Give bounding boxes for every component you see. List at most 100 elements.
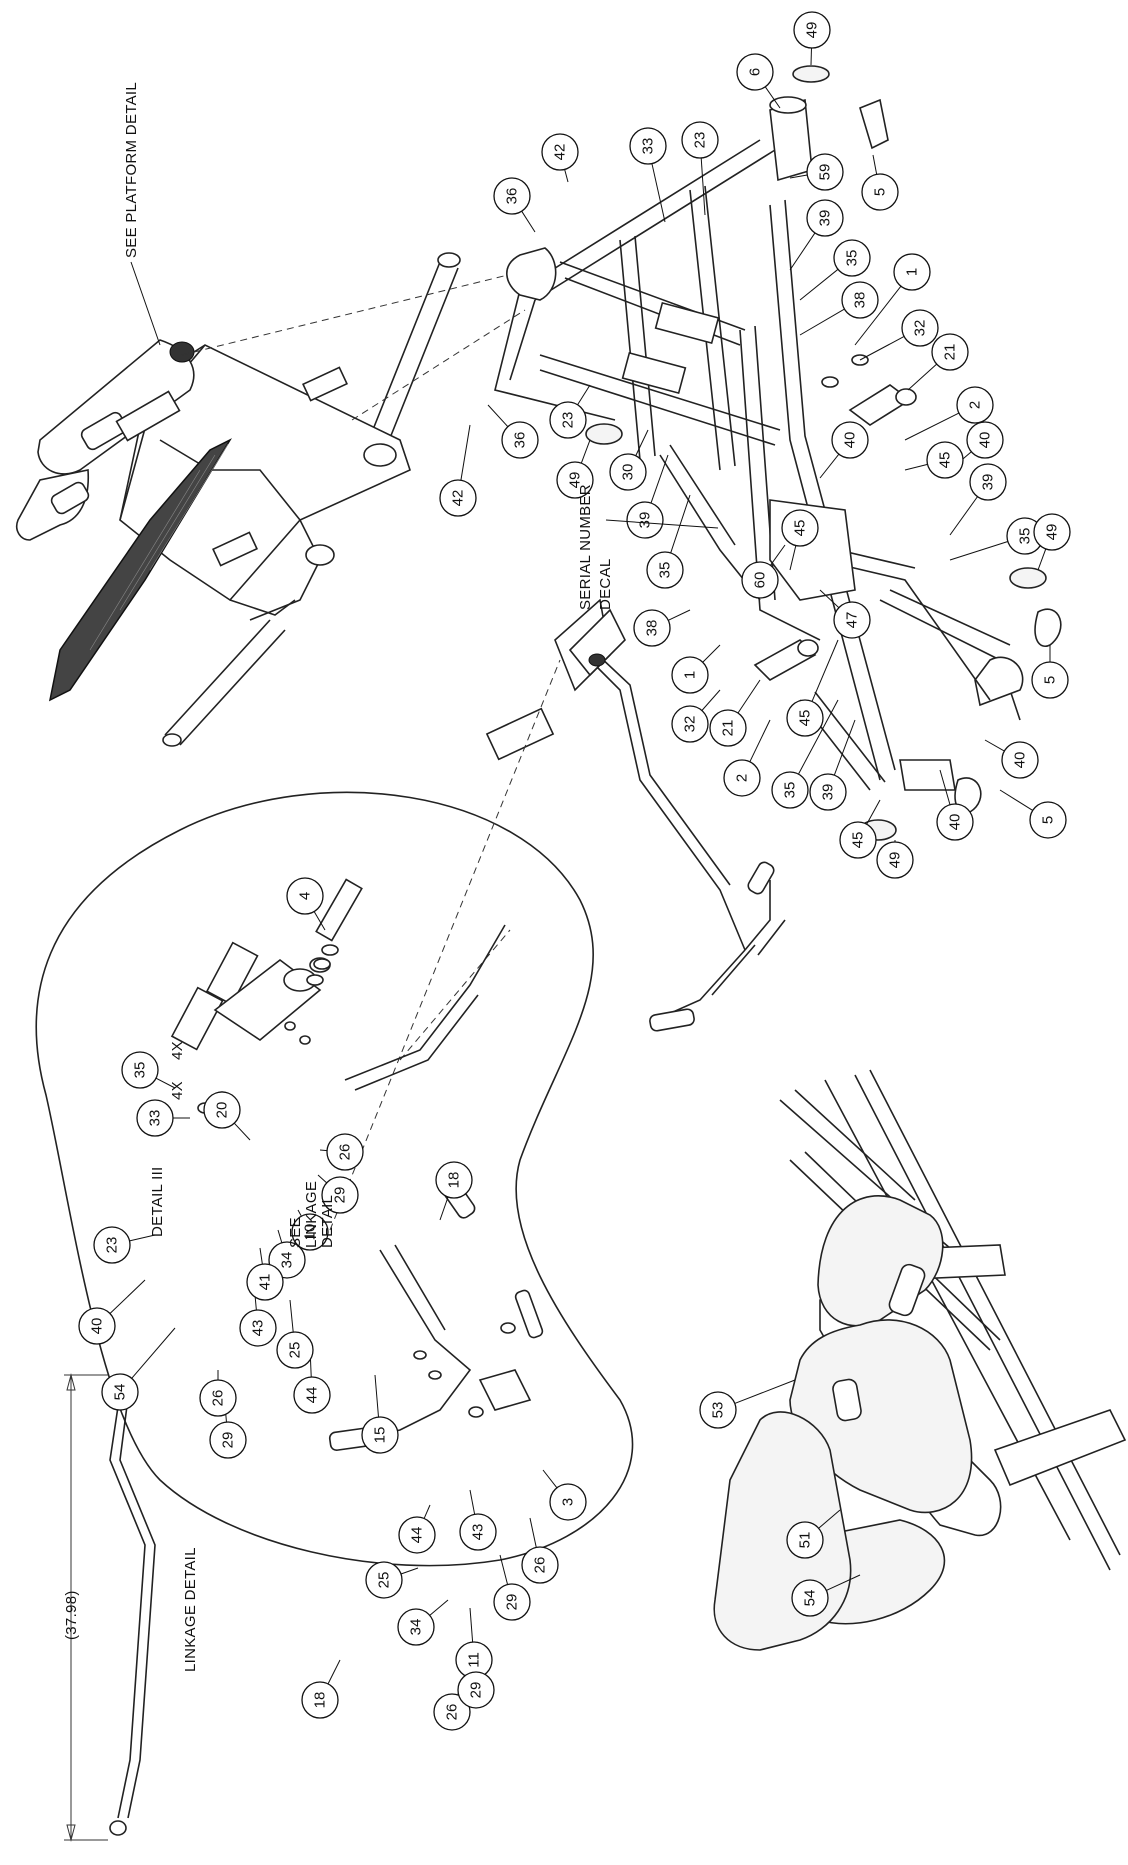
callout-bubble-1: 1 (671, 656, 709, 694)
callout-bubble-43: 43 (459, 1513, 497, 1551)
callout-number: 40 (1012, 752, 1029, 769)
callout-number: 40 (947, 814, 964, 831)
callout-circle (78, 1307, 116, 1345)
callout-bubble-40: 40 (1001, 741, 1039, 779)
callout-circle (793, 11, 831, 49)
callout-leader (859, 336, 905, 361)
callout-bubble-39: 39 (969, 463, 1007, 501)
callout-bubble-59: 59 (806, 153, 844, 191)
callout-leader (233, 1122, 251, 1141)
callout-number: 38 (644, 620, 661, 637)
callout-leader (289, 1299, 294, 1333)
callout-circle (806, 199, 844, 237)
callout-leader (737, 679, 761, 714)
callout-circle (876, 841, 914, 879)
callout-bubble-2: 2 (723, 759, 761, 797)
callout-bubble-18: 18 (435, 1161, 473, 1199)
callout-number: 5 (1040, 816, 1057, 824)
callout-leader (529, 1517, 537, 1548)
end-caps (585, 65, 1062, 841)
callout-number: 38 (852, 292, 869, 309)
callout-bubble-49: 49 (876, 841, 914, 879)
callout-circle (136, 1099, 174, 1137)
callout-circle (806, 153, 844, 191)
callout-number: 18 (312, 1692, 329, 1709)
callout-bubble-44: 44 (398, 1516, 436, 1554)
serial-number-decal-note-2: DECAL (597, 558, 614, 610)
callout-bubble-5: 5 (1031, 661, 1069, 699)
callout-number: 34 (408, 1619, 425, 1636)
callout-bubble-47: 47 (833, 601, 871, 639)
callout-circle (301, 1681, 339, 1719)
callout-circle (629, 127, 667, 165)
callout-leader (564, 169, 569, 183)
callout-bubble-35: 35 (121, 1051, 159, 1089)
callout-bubble-18: 18 (301, 1681, 339, 1719)
callout-bubble-25: 25 (365, 1561, 403, 1599)
callout-circle (365, 1561, 403, 1599)
linkage-detail-title: LINKAGE DETAIL (182, 1547, 199, 1672)
callout-circle (626, 501, 664, 539)
see-linkage-detail-note-2: LINKAGE (303, 1181, 320, 1248)
callout-leader (542, 1469, 558, 1489)
callout-leader (259, 1247, 263, 1265)
callout-circle (556, 461, 594, 499)
callout-number: 26 (532, 1557, 549, 1574)
callout-circle (286, 877, 324, 915)
callout-circle (699, 1391, 737, 1429)
callout-leader (799, 268, 839, 301)
callout-bubble-26: 26 (326, 1133, 364, 1171)
callout-leader (400, 1567, 419, 1575)
callout-circle (646, 551, 684, 589)
callout-circle (398, 1516, 436, 1554)
callout-leader (650, 454, 669, 504)
callout-number: 36 (504, 188, 521, 205)
callout-number: 3 (560, 1498, 577, 1506)
callout-leader (668, 609, 691, 621)
serial-number-decal-note: SERIAL NUMBER (577, 484, 594, 610)
see-linkage-detail-note-3: DETAIL (319, 1195, 336, 1248)
callout-number: 44 (409, 1527, 426, 1544)
see-linkage-detail-note-1: SEE (287, 1217, 304, 1248)
callout-number: 18 (446, 1172, 463, 1189)
callout-number: 11 (466, 1652, 483, 1668)
callout-circle (893, 253, 931, 291)
callout-circle (326, 1133, 364, 1171)
callout-number: 33 (640, 138, 657, 155)
qty-4x-33: 4X (169, 1041, 186, 1060)
callout-bubble-39: 39 (809, 773, 847, 811)
callout-leader (499, 1554, 509, 1585)
callout-circle (1001, 741, 1039, 779)
callout-leader (872, 154, 878, 175)
callout-bubble-33: 33 (629, 127, 667, 165)
callout-circle (457, 1671, 495, 1709)
callout-number: 43 (250, 1320, 267, 1337)
callout-bubble-41: 41 (246, 1263, 284, 1301)
callout-leader (319, 1149, 328, 1152)
callout-bubble-45: 45 (786, 699, 824, 737)
callout-bubble-15: 15 (361, 1416, 399, 1454)
callout-circle (809, 773, 847, 811)
callout-bubble-45: 45 (781, 509, 819, 547)
callout-leader (327, 1659, 341, 1685)
callout-bubble-26: 26 (199, 1379, 237, 1417)
callout-number: 41 (257, 1274, 274, 1291)
callout-circle (541, 133, 579, 171)
callout-number: 51 (797, 1532, 814, 1549)
callout-circle (831, 421, 869, 459)
callout-bubble-35: 35 (833, 239, 871, 277)
callout-leader (374, 1374, 380, 1418)
callout-number: 54 (802, 1590, 819, 1607)
callout-number: 40 (89, 1318, 106, 1335)
callout-bubble-20: 20 (203, 1091, 241, 1129)
callout-number: 45 (792, 520, 809, 537)
seat-assembly (713, 1069, 1127, 1651)
callout-number: 59 (817, 164, 834, 181)
callout-circle (1029, 801, 1067, 839)
callout-bubble-44: 44 (293, 1376, 331, 1414)
callout-number: 35 (782, 782, 799, 799)
callout-circle (93, 1226, 131, 1264)
callout-number: 40 (842, 432, 859, 449)
callout-bubble-38: 38 (633, 609, 671, 647)
callout-number: 34 (279, 1252, 296, 1269)
